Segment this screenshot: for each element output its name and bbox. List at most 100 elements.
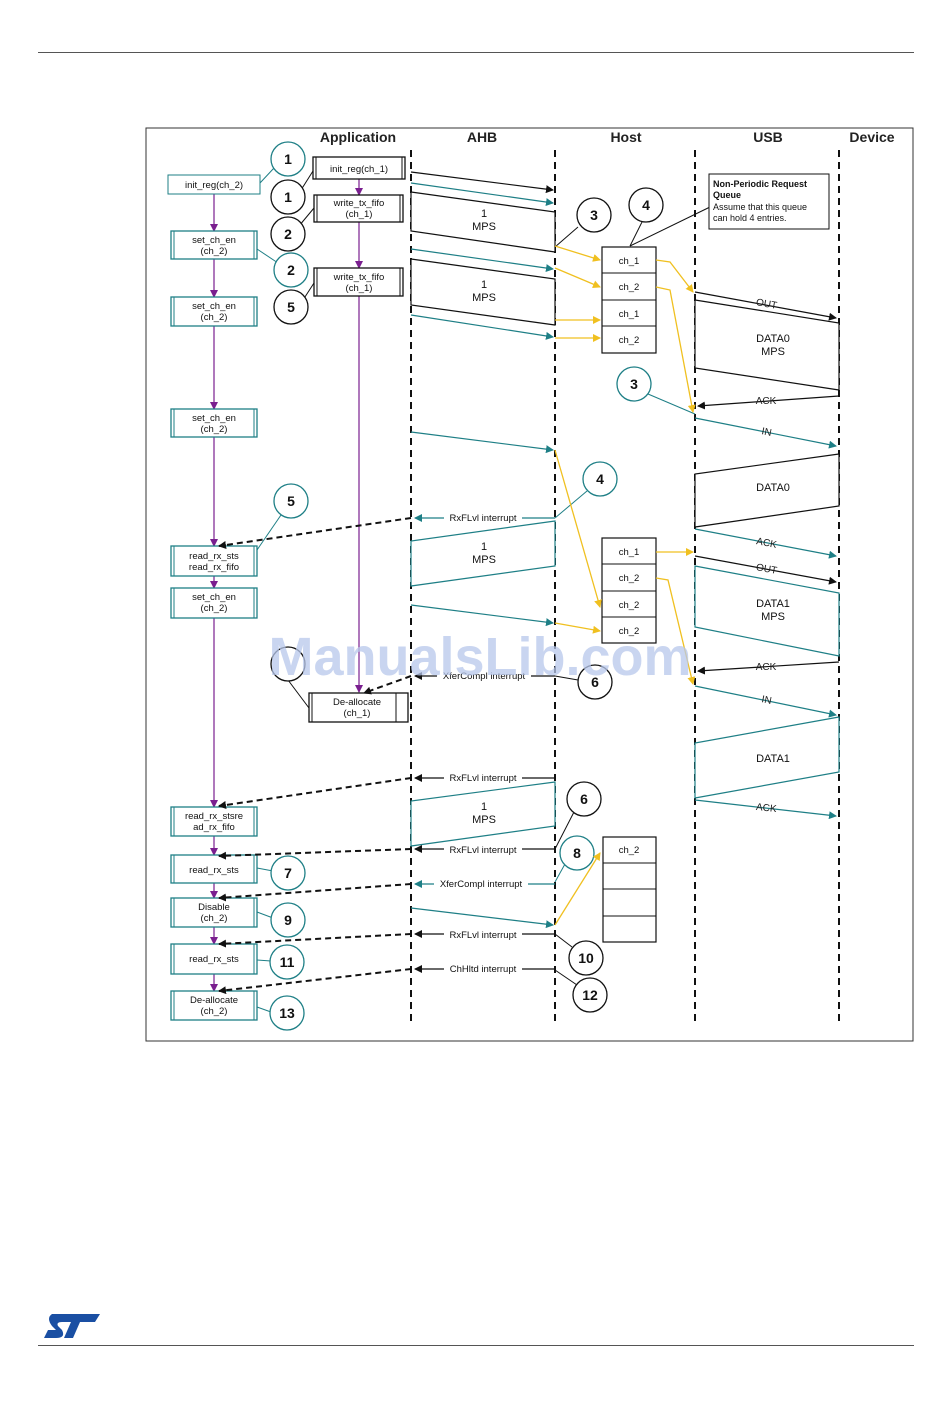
svg-text:ch_1: ch_1 [619,309,640,320]
step-circle-6a [270,646,306,682]
svg-text:(ch_2): (ch_2) [201,246,228,257]
queue-group-1: ch_1 ch_2 ch_1 ch_2 [601,246,657,354]
svg-text:(ch_1): (ch_1) [346,283,373,294]
svg-text:read_rx_sts: read_rx_sts [189,551,239,562]
svg-text:XferCompl interrupt: XferCompl interrupt [443,671,526,682]
svg-text:ch_1: ch_1 [619,256,640,267]
svg-text:3: 3 [630,376,638,392]
svg-text:Non-Periodic Request: Non-Periodic Request [713,179,807,189]
step-circle-10: 10 [568,940,604,976]
svg-text:1: 1 [284,189,292,205]
application-flow [210,179,363,992]
top-rule [38,52,914,53]
st-logo [44,1314,100,1338]
header-application: Application [320,129,396,145]
svg-text:init_reg(ch_1): init_reg(ch_1) [330,164,388,175]
svg-text:IN: IN [761,426,773,439]
svg-text:RxFLvl interrupt: RxFLvl interrupt [449,513,516,524]
step-circle-8: 8 [559,835,595,871]
watermark: ManualsLib.com [268,627,691,687]
step-circle-4a: 4 [628,187,664,223]
svg-text:ch_2: ch_2 [619,600,640,611]
ahb-data-block-4: 1 MPS [410,781,556,847]
svg-text:MPS: MPS [472,221,496,233]
step-circle-2b: 2 [273,252,309,288]
left-box-4: set_ch_en (ch_2) [170,408,258,438]
svg-text:13: 13 [279,1005,295,1021]
bottom-rule [38,1345,914,1346]
svg-text:1: 1 [481,541,487,553]
svg-text:RxFLvl interrupt: RxFLvl interrupt [449,845,516,856]
svg-text:can hold 4 entries.: can hold 4 entries. [713,213,787,223]
svg-text:OUT: OUT [755,297,778,311]
svg-text:(ch_1): (ch_1) [346,209,373,220]
left-box-9: Disable (ch_2) [170,897,258,928]
callout-lines [256,167,711,1013]
svg-text:9: 9 [284,912,292,928]
svg-text:1: 1 [284,151,292,167]
step-circle-7: 7 [270,855,306,891]
svg-text:MPS: MPS [472,292,496,304]
svg-text:write_tx_fifo: write_tx_fifo [333,198,385,209]
svg-text:8: 8 [573,845,581,861]
svg-text:ch_1: ch_1 [619,547,640,558]
svg-text:4: 4 [642,197,650,213]
svg-text:1: 1 [481,208,487,220]
step-circle-3b: 3 [616,366,652,402]
usb-labels: OUT ACK IN ACK OUT ACK IN ACK [755,297,778,815]
svg-text:MPS: MPS [472,554,496,566]
svg-text:OUT: OUT [755,562,778,576]
left-box-11: De-allocate (ch_2) [170,990,258,1021]
svg-text:3: 3 [590,207,598,223]
usb-data-labels: DATA0 MPS DATA0 DATA1 MPS DATA1 [756,333,790,765]
svg-text:DATA0: DATA0 [756,333,790,345]
svg-text:5: 5 [287,493,295,509]
svg-text:ad_rx_fifo: ad_rx_fifo [193,822,235,833]
svg-text:write_tx_fifo: write_tx_fifo [333,272,385,283]
header-usb: USB [753,129,783,145]
step-circle-9: 9 [270,902,306,938]
svg-text:set_ch_en: set_ch_en [192,592,236,603]
svg-text:DATA1: DATA1 [756,753,790,765]
svg-text:read_rx_sts: read_rx_sts [189,865,239,876]
svg-text:ChHltd interrupt: ChHltd interrupt [450,964,517,975]
svg-text:(ch_2): (ch_2) [201,1006,228,1017]
svg-text:ACK: ACK [755,802,777,815]
svg-text:10: 10 [578,950,594,966]
svg-text:Assume that this queue: Assume that this queue [713,202,807,212]
left-box-1: init_reg(ch_2) [167,174,261,195]
diagram-frame [145,127,914,1042]
svg-text:Queue: Queue [713,190,741,200]
svg-text:ACK: ACK [756,396,777,407]
svg-text:init_reg(ch_2): init_reg(ch_2) [185,180,243,191]
left-box-6: set_ch_en (ch_2) [170,587,258,619]
step-circle-3a: 3 [576,197,612,233]
app-box-2: write_tx_fifo (ch_1) [313,194,404,223]
svg-text:(ch_1): (ch_1) [344,708,371,719]
header-ahb: AHB [467,129,497,145]
ahb-data-block-3: 1 MPS [410,520,556,587]
left-box-2: set_ch_en (ch_2) [170,230,258,260]
step-circle-13: 13 [269,995,305,1031]
svg-text:(ch_2): (ch_2) [201,603,228,614]
svg-text:(ch_2): (ch_2) [201,424,228,435]
header-host: Host [610,129,641,145]
svg-text:set_ch_en: set_ch_en [192,235,236,246]
svg-text:(ch_2): (ch_2) [201,913,228,924]
svg-text:ch_2: ch_2 [619,335,640,346]
svg-text:12: 12 [582,987,598,1003]
svg-text:MPS: MPS [472,814,496,826]
svg-text:RxFLvl interrupt: RxFLvl interrupt [449,930,516,941]
svg-text:XferCompl interrupt: XferCompl interrupt [440,879,523,890]
svg-text:read_rx_stsre: read_rx_stsre [185,811,243,822]
interrupt-arrows [218,517,412,995]
svg-text:5: 5 [287,299,295,315]
svg-text:ch_2: ch_2 [619,626,640,637]
app-box-4: De-allocate (ch_1) [308,692,409,723]
step-circle-11: 11 [269,944,305,980]
interrupt-lines-ahb [414,514,555,973]
interrupt-labels: RxFLvl interrupt XferCompl interrupt RxF… [434,511,531,975]
app-box-1: init_reg(ch_1) [312,156,406,180]
svg-text:1: 1 [481,279,487,291]
left-box-7: read_rx_stsre ad_rx_fifo [170,806,258,837]
